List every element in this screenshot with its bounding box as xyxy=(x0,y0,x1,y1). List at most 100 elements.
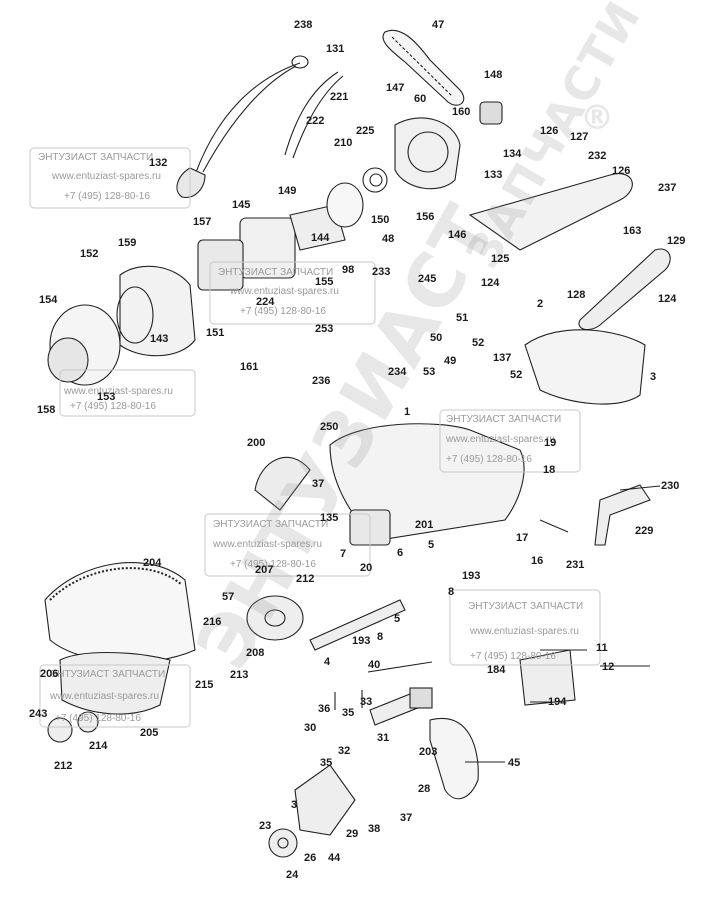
part-number-label: 159 xyxy=(118,237,137,249)
part-number-label: 225 xyxy=(356,125,375,137)
part-number-label: 44 xyxy=(328,852,341,864)
gear-plate-44 xyxy=(294,764,356,836)
watermark-phone: +7 (495) 128-80-16 xyxy=(64,191,150,202)
watermark-website: www.entuziast-spares.ru xyxy=(446,434,555,445)
part-number-label: 145 xyxy=(232,199,251,211)
part-number-label: 152 xyxy=(80,248,99,260)
part-number-label: 124 xyxy=(481,277,500,289)
part-number-label: 6 xyxy=(397,547,404,559)
part-number-label: 205 xyxy=(140,727,159,739)
watermark-company: ЭНТУЗИАСТ ЗАПЧАСТИ xyxy=(446,414,562,425)
drive-belt-47 xyxy=(382,29,465,106)
part-number-label: 193 xyxy=(462,570,481,582)
spring-148 xyxy=(479,101,503,125)
part-number-label: 214 xyxy=(89,740,108,752)
part-number-label: 222 xyxy=(306,115,325,127)
part-number-label: 203 xyxy=(419,746,438,758)
watermark-company: ЭНТУЗИАСТ ЗАПЧАСТИ xyxy=(218,267,334,278)
part-number-label: 36 xyxy=(318,703,331,715)
part-number-label: 134 xyxy=(503,148,522,160)
part-number-label: 233 xyxy=(372,266,391,278)
part-number-label: 133 xyxy=(484,169,503,181)
part-number-label: 253 xyxy=(315,323,334,335)
switch-194 xyxy=(519,649,576,706)
part-number-label: 126 xyxy=(612,165,631,177)
watermark-website: www.entuziast-spares.ru xyxy=(213,539,322,550)
pulley-207 xyxy=(246,595,304,641)
watermark-website: www.entuziast-spares.ru xyxy=(52,171,161,182)
part-number-label: 212 xyxy=(296,573,315,585)
part-number-label: 158 xyxy=(37,404,56,416)
part-number-label: 40 xyxy=(368,659,381,671)
part-number-label: 8 xyxy=(377,631,384,643)
part-number-label: 250 xyxy=(320,421,339,433)
part-number-label: 206 xyxy=(40,668,59,680)
part-number-label: 23 xyxy=(259,820,272,832)
part-number-label: 48 xyxy=(382,233,395,245)
part-number-label: 47 xyxy=(432,19,445,31)
part-number-label: 236 xyxy=(312,375,331,387)
watermark-phone: +7 (495) 128-80-16 xyxy=(230,559,316,570)
part-number-label: 216 xyxy=(203,616,222,628)
part-number-label: 237 xyxy=(658,182,677,194)
part-number-label: 37 xyxy=(312,478,325,490)
part-number-label: 229 xyxy=(635,525,654,537)
part-number-label: 37 xyxy=(400,812,413,824)
part-number-label: 147 xyxy=(386,82,405,94)
part-number-label: 51 xyxy=(456,312,469,324)
part-number-label: 156 xyxy=(416,211,435,223)
part-number-label: 60 xyxy=(414,93,427,105)
part-number-label: 149 xyxy=(278,185,297,197)
part-number-label: 146 xyxy=(448,229,467,241)
watermark-phone: +7 (495) 128-80-16 xyxy=(470,651,556,662)
part-number-label: 35 xyxy=(320,757,333,769)
part-number-label: 50 xyxy=(430,332,443,344)
part-number-label: 2 xyxy=(537,298,544,310)
part-number-label: 28 xyxy=(418,783,431,795)
gear-housing-156 xyxy=(394,117,461,190)
part-number-label: 144 xyxy=(311,232,330,244)
part-number-label: 160 xyxy=(452,106,471,118)
gasket-45 xyxy=(429,717,479,800)
part-number-label: 150 xyxy=(371,214,390,226)
part-number-label: 221 xyxy=(330,91,349,103)
lower-guard-206 xyxy=(59,652,171,715)
part-number-label: 5 xyxy=(394,613,401,625)
part-number-label: 201 xyxy=(415,519,434,531)
watermark-phone: +7 (495) 128-80-16 xyxy=(70,401,156,412)
watermark-company: ЭНТУЗИАСТ ЗАПЧАСТИ xyxy=(50,669,166,680)
part-number-label: 38 xyxy=(368,823,381,835)
watermark-website: www.entuziast-spares.ru xyxy=(50,691,159,702)
part-number-label: 131 xyxy=(326,43,345,55)
part-number-label: 231 xyxy=(566,559,585,571)
part-number-label: 128 xyxy=(567,289,586,301)
part-number-label: 53 xyxy=(423,366,436,378)
handle-229 xyxy=(594,484,651,546)
part-number-label: 161 xyxy=(240,361,259,373)
part-number-label: 3 xyxy=(650,371,657,383)
part-number-label: 26 xyxy=(304,852,317,864)
part-number-label: 33 xyxy=(360,696,373,708)
part-number-label: 193 xyxy=(352,635,371,647)
part-number-label: 31 xyxy=(377,732,390,744)
part-number-label: 230 xyxy=(661,480,680,492)
part-number-label: 245 xyxy=(418,273,437,285)
part-number-label: 127 xyxy=(570,131,589,143)
part-number-label: 3 xyxy=(291,799,298,811)
watermark-phone: +7 (495) 128-80-16 xyxy=(55,713,141,724)
part-number-label: 32 xyxy=(338,745,351,757)
part-number-label: 1 xyxy=(404,406,411,418)
watermark-website: www.entuziast-spares.ru xyxy=(64,386,173,397)
part-number-label: 17 xyxy=(516,532,529,544)
part-number-label: 213 xyxy=(230,669,249,681)
lower-guard-2 xyxy=(524,329,646,405)
part-number-label: 132 xyxy=(149,157,168,169)
part-number-label: 45 xyxy=(508,757,521,769)
part-number-label: 16 xyxy=(531,555,544,567)
part-number-label: 4 xyxy=(324,656,331,668)
part-number-label: 204 xyxy=(143,557,162,569)
part-number-label: 208 xyxy=(246,647,265,659)
part-number-label: 184 xyxy=(487,664,506,676)
power-cord-131 xyxy=(284,71,339,156)
part-number-label: 98 xyxy=(342,264,355,276)
